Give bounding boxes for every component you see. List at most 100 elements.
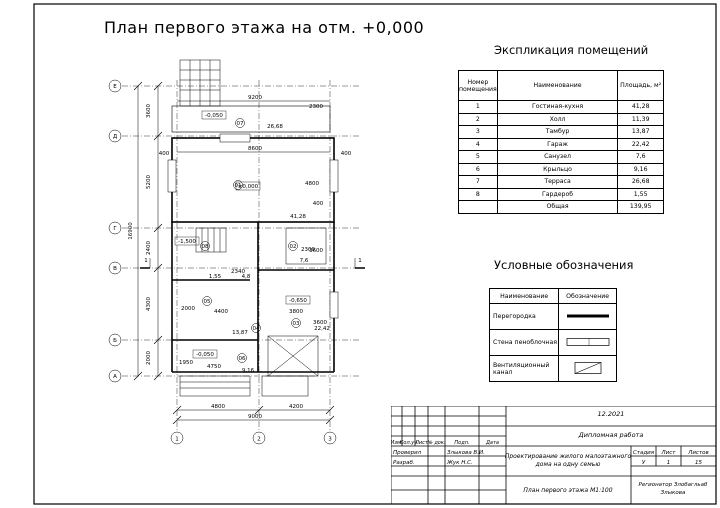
stamp-stage-value-2: 15 (695, 460, 702, 466)
row-name: Общая (496, 200, 619, 214)
axis-bubble (108, 221, 122, 235)
legend-vent-symbol (558, 355, 617, 382)
stamp-header-2: Лист (414, 440, 429, 446)
area-value-6: 22,42 (314, 326, 330, 332)
legend-title: Условные обозначения (494, 258, 634, 272)
room-tag-circle (200, 241, 210, 251)
room-tag-circle (251, 323, 261, 333)
stamp-date: 12.2021 (598, 410, 625, 418)
col-number: Номер помещения (458, 70, 498, 101)
row-name: Санузел (496, 150, 619, 164)
axis-bubble (108, 129, 122, 143)
area-value-5: 13,87 (232, 330, 248, 336)
row-area: 41,28 (617, 100, 664, 114)
stamp-header-0: Изм. (391, 440, 402, 446)
row-area: 139,95 (617, 200, 664, 214)
legend-partition-label: Перегородка (488, 303, 560, 330)
room-tag-1: 01 (235, 183, 242, 189)
row-area: 26,68 (617, 175, 664, 189)
row-number: 8 (458, 187, 498, 201)
stamp-header-1: Кол.уч (400, 440, 417, 446)
dim-misc-4: 400 (313, 201, 324, 207)
legend-table: Наименование Обозначение Перегородка Сте… (488, 288, 617, 382)
axis-bubble (108, 369, 122, 383)
level-frame (192, 349, 218, 359)
row-number: 5 (458, 150, 498, 164)
dim-misc-6: 2300 (301, 247, 315, 253)
room-tag-5: 03 (293, 321, 300, 327)
axis-number-2: 3 (328, 437, 332, 443)
explication-table: Номер помещения Наименование Площадь, м²… (458, 70, 664, 214)
dim-bottom-2: 9000 (248, 414, 262, 420)
room-tag-4: 05 (204, 299, 211, 305)
room-tag-circle (233, 180, 243, 190)
row-number: 7 (458, 175, 498, 189)
room-tag-circle (291, 318, 301, 328)
dim-misc-0: 400 (159, 151, 170, 157)
room-tag-circle (237, 353, 247, 363)
row-number (458, 200, 498, 214)
row-number: 1 (458, 100, 498, 114)
row-number: 3 (458, 125, 498, 139)
level-mark-4: -0,050 (196, 352, 214, 358)
row-name: Холл (496, 112, 619, 126)
legend-vent-label: Вентиляционный канал (488, 355, 560, 382)
legend-partition-symbol (558, 303, 617, 330)
legend-col-symbol: Обозначение (558, 288, 617, 304)
level-mark-3: -0,650 (289, 298, 307, 304)
axis-bubble (108, 333, 122, 347)
stamp-work: Дипломная работа (578, 431, 644, 439)
room-tag-circle (288, 241, 298, 251)
stamp-drawing: План первого этажа М1:100 (523, 487, 612, 494)
stamp-developed-name: Жук Н.С. (446, 460, 473, 466)
stamp-developed-label: Разраб. (393, 460, 415, 466)
stamp-stage-value-1: 1 (667, 460, 671, 466)
row-name: Гараж (496, 137, 619, 151)
room-tag-circle (235, 118, 245, 128)
level-mark-2: -1,500 (178, 239, 196, 245)
dim-misc-11: 2000 (181, 306, 195, 312)
dim-bottom-1: 4200 (289, 404, 303, 410)
stamp-stage-label-0: Стадия (633, 450, 655, 456)
dim-top-0: 9200 (248, 95, 262, 101)
dim-misc-3: 4800 (305, 181, 319, 187)
room-tag-3: 02 (290, 244, 297, 250)
dim-left-4: 2000 (146, 351, 152, 365)
axis-label-2: Г (113, 226, 117, 232)
stamp-checked-name: Злыкова В.И. (447, 450, 485, 456)
axis-label-4: Б (113, 338, 117, 344)
dim-left-total: 16900 (128, 222, 134, 240)
level-mark-1: ±0,000 (238, 184, 259, 190)
axis-bubble (170, 431, 184, 445)
area-value-2: 7,6 (300, 258, 309, 264)
axis-label-3: В (113, 266, 117, 272)
axis-bubble (108, 261, 122, 275)
row-area: 11,39 (617, 112, 664, 126)
stamp-header-3: № док. (427, 440, 446, 446)
level-mark-0: -0,050 (205, 113, 223, 119)
row-name: Тамбур (496, 125, 619, 139)
row-number: 6 (458, 162, 498, 176)
sheet-title: План первого этажа на отм. +0,000 (104, 18, 425, 37)
room-tag-circle (202, 296, 212, 306)
dim-left-0: 3600 (146, 104, 152, 118)
axis-label-1: Д (113, 134, 118, 140)
dim-left-3: 4300 (146, 297, 152, 311)
dim-top-1: 8600 (248, 146, 262, 152)
col-area: Площадь, м² (617, 70, 664, 101)
stamp-stage-value-0: У (642, 460, 646, 466)
row-area: 7,6 (617, 150, 664, 164)
